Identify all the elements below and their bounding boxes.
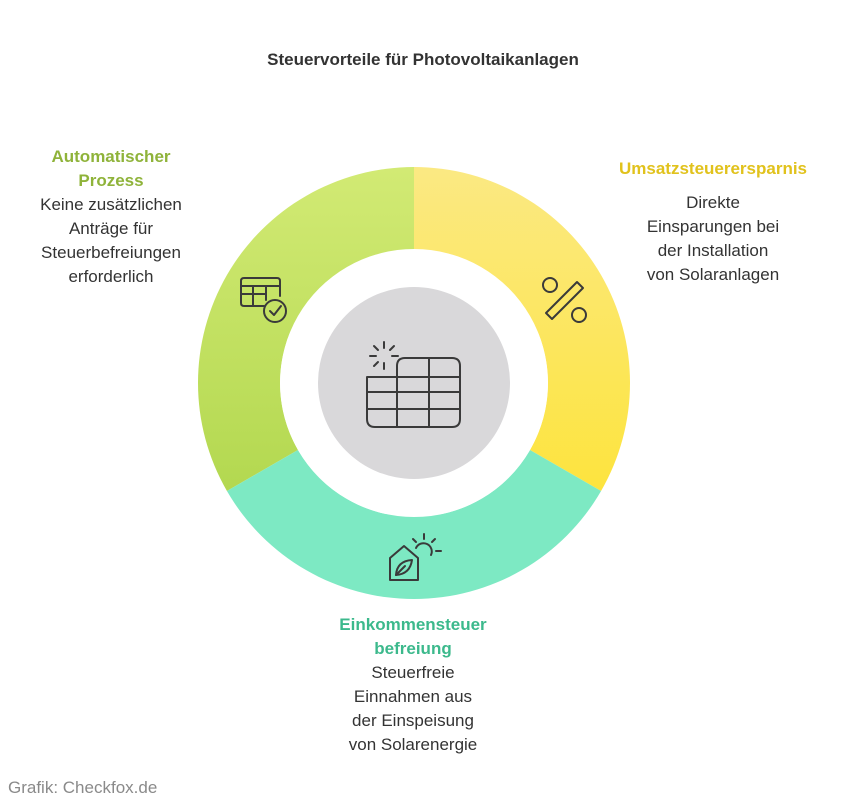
- text-block-income-tax-exemption: Einkommensteuer befreiung Steuerfreie Ei…: [293, 613, 533, 757]
- description-vat-savings: Direkte Einsparungen bei der Installatio…: [646, 193, 780, 284]
- heading-income-tax-exemption: Einkommensteuer befreiung: [339, 615, 487, 658]
- credit-text: Grafik: Checkfox.de: [8, 778, 158, 797]
- spreadsheet-check-icon: [240, 277, 287, 323]
- text-block-vat-savings: Umsatzsteuerersparnis Direkte Einsparung…: [600, 157, 826, 287]
- connector-left: [280, 332, 392, 515]
- description-automatic-process: Keine zusätzlichen Anträge für Steuerbef…: [40, 195, 182, 286]
- diagram-title: Steuervorteile für Photovoltaikanlagen: [267, 50, 579, 69]
- percent-icon: [542, 277, 587, 323]
- center-hub: [318, 287, 510, 479]
- segment-vat-savings: [414, 167, 630, 491]
- eco-house-sun-icon: [389, 533, 442, 581]
- connector-top: [309, 249, 519, 316]
- heading-automatic-process: Automatischer Prozess: [51, 147, 171, 190]
- text-block-automatic-process: Automatischer Prozess Keine zusätzlichen…: [20, 145, 202, 289]
- description-income-tax-exemption: Steuerfreie Einnahmen aus der Einspeisun…: [348, 663, 478, 754]
- solar-panel-sun-icon: [366, 341, 461, 428]
- segment-automatic-process: [198, 167, 414, 491]
- connector-right: [436, 332, 548, 515]
- heading-vat-savings: Umsatzsteuerersparnis: [618, 159, 808, 178]
- segment-income-tax-exemption: [226, 450, 602, 599]
